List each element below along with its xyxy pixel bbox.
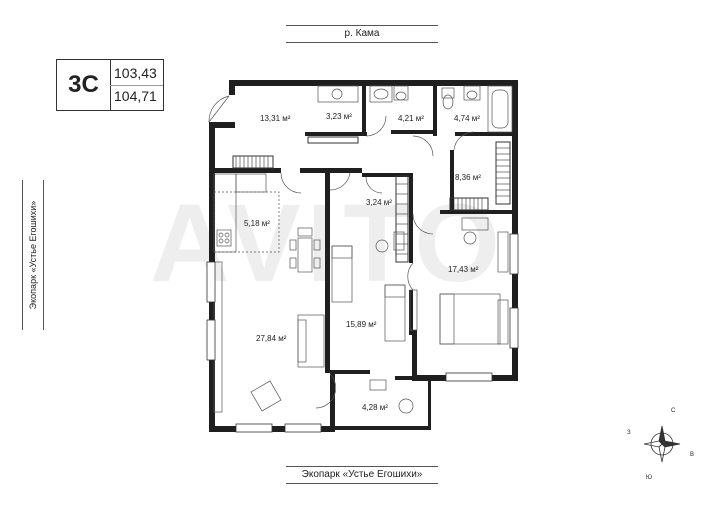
room-area-living: 27,84 м² xyxy=(256,334,287,343)
room-area-hall: 13,31 м² xyxy=(260,114,291,123)
room-area-dressing: 8,36 м² xyxy=(455,173,481,182)
room-area-bedroom2: 15,89 м² xyxy=(346,320,377,329)
room-area-bath1: 4,21 м² xyxy=(398,114,424,123)
side-road-label: Экопарк «Устье Егошихи» xyxy=(20,180,46,330)
room-area-bedroom1: 17,43 м² xyxy=(448,265,479,274)
compass xyxy=(643,425,681,463)
apartment-area-1: 103,43 xyxy=(114,65,157,81)
room-area-laundry: 3,23 м² xyxy=(326,112,352,121)
room-area-closet: 3,24 м² xyxy=(366,198,392,207)
road-top-label: р. Кама xyxy=(286,25,438,43)
apartment-area-2: 104,71 xyxy=(114,88,157,104)
compass-west: З xyxy=(627,430,631,436)
compass-east: В xyxy=(690,452,695,458)
furniture xyxy=(213,85,513,414)
walls xyxy=(209,80,518,432)
kitchen-zone xyxy=(213,173,280,253)
compass-south: Ю xyxy=(646,475,653,481)
road-bottom-label: Экопарк «Устье Егошихи» xyxy=(286,466,438,484)
windows xyxy=(206,233,519,433)
doors xyxy=(208,95,475,409)
room-area-balcony: 4,28 м² xyxy=(362,403,388,412)
room-area-bath2: 4,74 м² xyxy=(454,114,480,123)
wardrobe-hatch xyxy=(235,147,510,255)
compass-north: С xyxy=(671,408,676,414)
apartment-code: 3С xyxy=(68,71,99,98)
room-area-kitchen: 5,18 м² xyxy=(244,219,270,228)
apartment-badge: 3С 103,43 104,71 xyxy=(56,59,164,111)
wardrobes xyxy=(232,136,511,263)
